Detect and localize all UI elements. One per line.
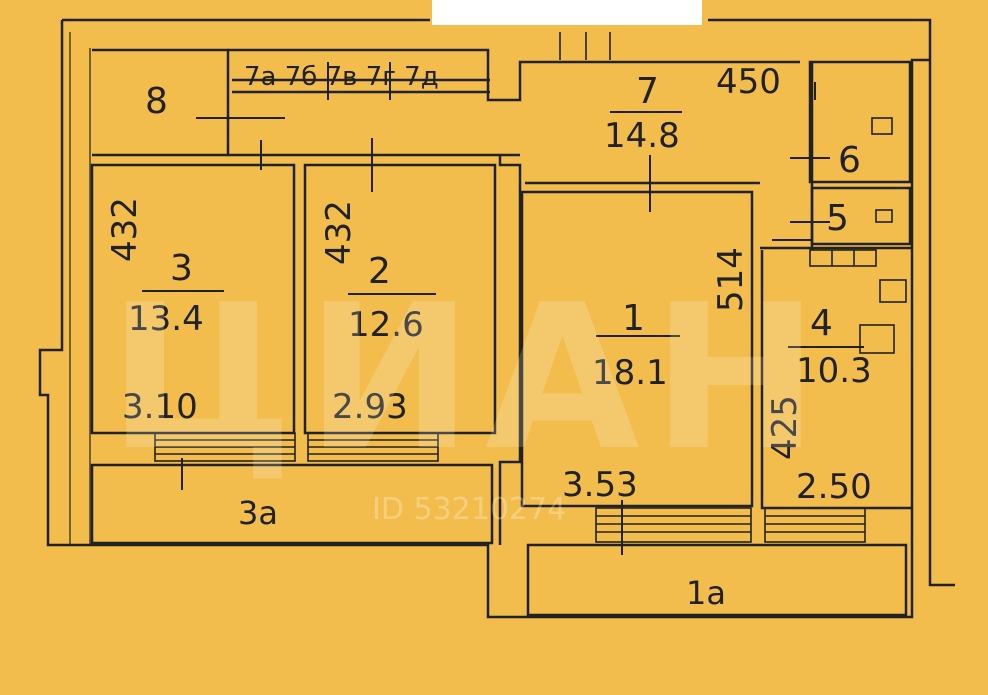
room-3-number: 3: [170, 248, 193, 289]
balcony-3a-label: 3a: [238, 494, 278, 532]
room-7-dim: 450: [716, 62, 781, 102]
dimension-marks: [142, 62, 864, 555]
room-4-width: 2.50: [796, 467, 872, 507]
balcony-1a-label: 1a: [686, 574, 726, 612]
room-4-area: 10.3: [796, 351, 872, 391]
room-4-length: 425: [765, 395, 805, 460]
room-2-length: 432: [319, 200, 359, 265]
room-1-length: 514: [711, 247, 751, 312]
room-5-label: 5: [826, 198, 849, 239]
redaction-mask: [432, 0, 702, 25]
room-6-label: 6: [838, 140, 861, 181]
room-3-width: 3.10: [122, 387, 198, 427]
room-3-length: 432: [105, 197, 145, 262]
room-4-number: 4: [810, 303, 833, 344]
room-1-number: 1: [622, 298, 645, 339]
room-7-area: 14.8: [604, 116, 680, 156]
room-2-area: 12.6: [348, 305, 424, 345]
room-7-number: 7: [636, 71, 659, 112]
room-1-width: 3.53: [562, 465, 638, 505]
room-2-width: 2.93: [332, 387, 408, 427]
room-3-area: 13.4: [128, 299, 204, 339]
walls: [38, 18, 955, 619]
room-8-label: 8: [145, 81, 168, 122]
windows: [154, 32, 907, 543]
room-2-number: 2: [368, 251, 391, 292]
closet-labels: 7a 7б 7в 7г 7д: [244, 62, 439, 92]
room-1-area: 18.1: [592, 353, 668, 393]
